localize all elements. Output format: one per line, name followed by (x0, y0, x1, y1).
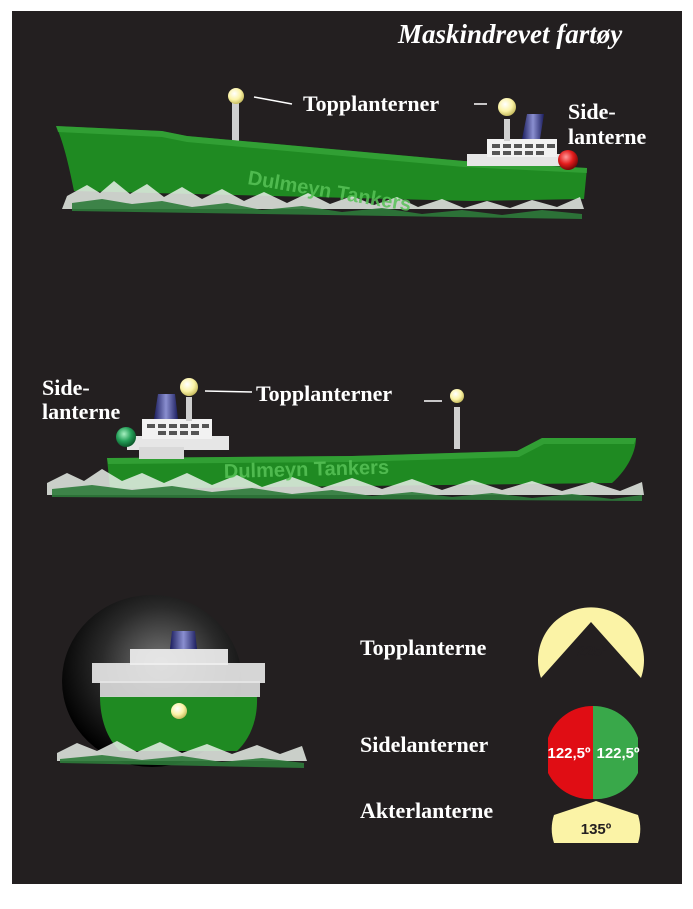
superstructure-upper (130, 649, 228, 665)
bridge-upper (142, 419, 212, 439)
funnel (154, 394, 178, 419)
side-light-red (558, 150, 578, 170)
stern-light (171, 703, 187, 719)
topplanterne-arc-label: 225º (577, 643, 608, 660)
sidelanterne-label-mid-line2: lanterne (42, 401, 120, 423)
sidelanterne-label-top-line1: Side- (568, 101, 616, 123)
akterlanterne-arc-label: 135º (581, 821, 612, 838)
diagram-panel: Dulmeyn Tankers Dulmeyn Tankers 225º 122… (12, 11, 682, 884)
legend-sidelanterner: Sidelanterner (360, 734, 488, 756)
legend-akterlanterne: Akterlanterne (360, 800, 493, 822)
topplanterner-label-top: Topplanterner (303, 93, 439, 115)
legend-topplanterne: Topplanterne (360, 637, 486, 659)
sidelanterne-label-mid-line1: Side- (42, 377, 90, 399)
superstructure-mid (92, 663, 265, 683)
sidelanterner-left-arc-label: 122,5º (547, 745, 591, 762)
bridge-block (139, 447, 184, 459)
aft-masthead-light (498, 98, 516, 116)
funnel (522, 114, 544, 139)
diagram-title: Maskindrevet fartøy (398, 19, 622, 50)
fore-mast (186, 397, 192, 421)
ship-stern-view (57, 595, 307, 768)
topplanterner-label-mid: Topplanterner (256, 383, 392, 405)
mast (454, 407, 460, 449)
masthead-light (228, 88, 244, 104)
masthead-light (450, 389, 464, 403)
fore-masthead-light (180, 378, 198, 396)
sidelanterne-label-top-line2: lanterne (568, 126, 646, 148)
sidelanterner-right-arc-label: 122,5º (596, 745, 640, 762)
aft-mast (504, 119, 510, 141)
funnel (170, 631, 197, 649)
side-light-green (116, 427, 136, 447)
ship-name-text-2: Dulmeyn Tankers (224, 457, 390, 483)
superstructure-lower (100, 681, 260, 697)
